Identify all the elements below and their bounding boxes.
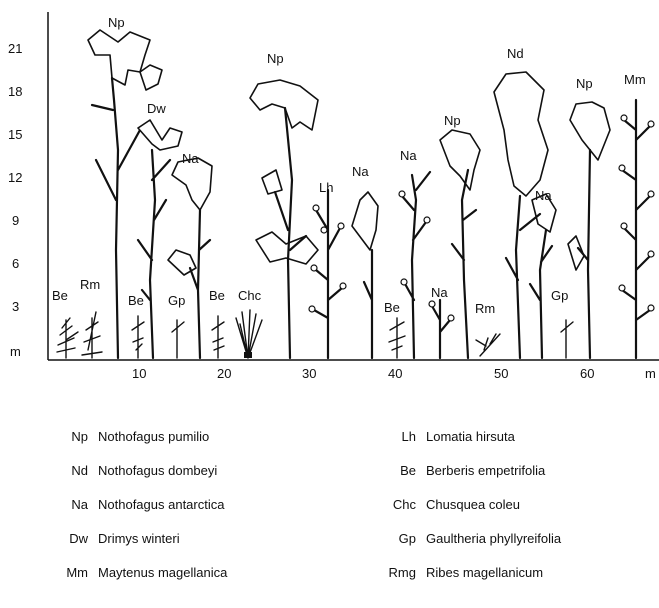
legend-row: Lh Lomatia hirsuta (372, 420, 561, 454)
legend-name: Nothofagus antarctica (98, 488, 224, 522)
plant-label: Na (535, 188, 552, 203)
legend-row: Chc Chusquea coleu (372, 488, 561, 522)
plant-shape-gp (172, 320, 184, 358)
y-tick-label: 12 (8, 170, 22, 185)
legend-code: Rmg (372, 556, 416, 590)
plant-shape-lh (309, 190, 346, 358)
plant-label: Be (384, 300, 400, 315)
plant-label: Rm (80, 277, 100, 292)
y-tick-label: 15 (8, 127, 22, 142)
plant-shape-np (250, 80, 318, 358)
x-tick-label: 20 (217, 366, 231, 381)
legend-code: Np (58, 420, 88, 454)
plant-label: Np (576, 76, 593, 91)
plant-label: Rm (475, 301, 495, 316)
legend-code: Mm (58, 556, 88, 590)
plant-shape-mm (619, 100, 654, 358)
plant-label: Na (182, 151, 199, 166)
legend-name: Maytenus magellanica (98, 556, 227, 590)
plant-label: Dw (147, 101, 166, 116)
plant-shape-na (352, 192, 378, 358)
legend-code: Be (372, 454, 416, 488)
plant-label: Np (444, 113, 461, 128)
plant-shape-na (168, 158, 212, 358)
y-tick-label: 3 (12, 299, 19, 314)
x-tick-label: 60 (580, 366, 594, 381)
legend-name: Ribes magellanicum (426, 556, 543, 590)
y-tick-label: 9 (12, 213, 19, 228)
legend-name: Drimys winteri (98, 522, 180, 556)
plant-shape-na (530, 230, 552, 358)
legend-code: Chc (372, 488, 416, 522)
plant-shape-be (389, 318, 405, 358)
legend-row: Nd Nothofagus dombeyi (58, 454, 227, 488)
plant-shape-be (57, 318, 78, 358)
plant-shape-chc (236, 310, 262, 358)
legend-row: Rmg Ribes magellanicum (372, 556, 561, 590)
legend-name: Berberis empetrifolia (426, 454, 545, 488)
legend-row: Be Berberis empetrifolia (372, 454, 561, 488)
plant-shape-gp (561, 320, 573, 358)
legend-code: Dw (58, 522, 88, 556)
legend-row: Mm Maytenus magellanica (58, 556, 227, 590)
legend-code: Gp (372, 522, 416, 556)
legend-row: Gp Gaultheria phyllyreifolia (372, 522, 561, 556)
plant-label: Be (209, 288, 225, 303)
plant-label: Be (52, 288, 68, 303)
legend-name: Chusquea coleu (426, 488, 520, 522)
plant-shape-na (399, 172, 430, 358)
legend-name: Nothofagus dombeyi (98, 454, 217, 488)
plant-label: Nd (507, 46, 524, 61)
x-tick-label: 10 (132, 366, 146, 381)
x-tick-label: 30 (302, 366, 316, 381)
y-tick-label: 18 (8, 84, 22, 99)
plant-shape-rm (82, 312, 102, 358)
plant-label: Na (352, 164, 369, 179)
legend-row: Na Nothofagus antarctica (58, 488, 227, 522)
plant-label: Np (267, 51, 284, 66)
legend-code: Lh (372, 420, 416, 454)
legend-left: Np Nothofagus pumilio Nd Nothofagus dombey… (58, 420, 227, 590)
plant-label: Chc (238, 288, 262, 303)
y-unit-label: m (10, 344, 21, 359)
plant-shape-rm (476, 334, 500, 356)
legend-name: Nothofagus pumilio (98, 420, 209, 454)
plant-shape-nd (494, 72, 556, 358)
vegetation-profile-diagram: 21 18 15 12 9 6 3 m 10 20 30 40 50 60 m (0, 0, 659, 390)
x-unit-label: m (645, 366, 656, 381)
plant-label: Be (128, 293, 144, 308)
plant-shape-be (132, 316, 144, 358)
plant-label: Na (431, 285, 448, 300)
plant-shape-np (568, 102, 610, 358)
legend-code: Na (58, 488, 88, 522)
x-tick-label: 50 (494, 366, 508, 381)
legend-right: Lh Lomatia hirsuta Be Berberis empetrifoli… (372, 420, 561, 590)
plant-label: Np (108, 15, 125, 30)
legend-row: Np Nothofagus pumilio (58, 420, 227, 454)
legend-name: Gaultheria phyllyreifolia (426, 522, 561, 556)
plant-shape-be (212, 316, 224, 358)
y-tick-label: 21 (8, 41, 22, 56)
legend-row: Dw Drimys winteri (58, 522, 227, 556)
plant-shape-na (429, 300, 454, 358)
plant-label: Gp (168, 293, 185, 308)
plant-label: Na (400, 148, 417, 163)
plant-label: Lh (319, 180, 333, 195)
y-tick-label: 6 (12, 256, 19, 271)
x-tick-label: 40 (388, 366, 402, 381)
plant-label: Mm (624, 72, 646, 87)
legend-code: Nd (58, 454, 88, 488)
plant-label: Gp (551, 288, 568, 303)
legend-name: Lomatia hirsuta (426, 420, 515, 454)
